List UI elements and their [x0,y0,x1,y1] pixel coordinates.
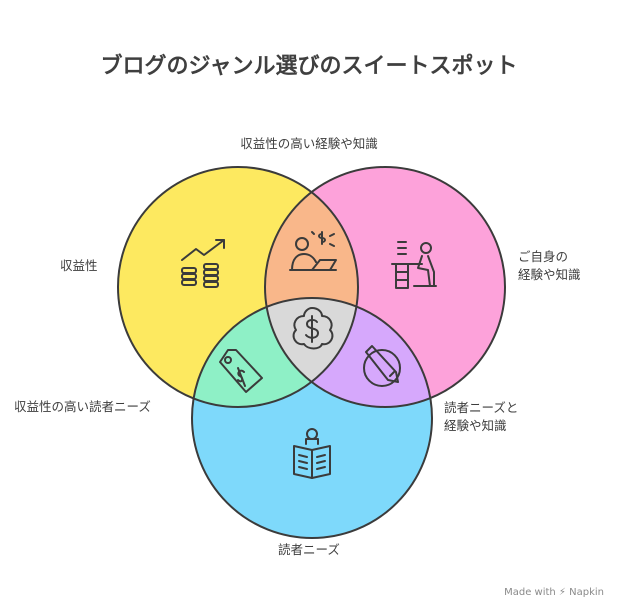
person-at-desk-icon [391,241,437,289]
diagram-title: ブログのジャンル選びのスイートスポット [100,54,518,79]
label-readers-experience-line2: 経験や知識 [444,418,507,433]
overlap-profit-readers [192,298,358,407]
money-bag-icon [292,307,334,350]
growth-coins-icon [181,239,225,288]
label-profit: 収益性 [60,258,98,273]
label-profit-readers: 収益性の高い読者ニーズ [14,399,151,414]
label-readers-experience-line1: 読者ニーズと [444,400,519,415]
label-readers-experience: 読者ニーズと 経験や知識 [444,399,518,435]
label-experience-line2: 経験や知識 [518,267,581,282]
label-experience: ご自身の 経験や知識 [518,248,581,284]
label-readers: 読者ニーズ [278,542,340,557]
person-laptop-money-icon [289,231,337,271]
pencil-circle-icon [363,345,401,387]
label-experience-line1: ご自身の [518,249,569,264]
label-profit-experience: 収益性の高い経験や知識 [240,136,378,151]
reader-book-icon [293,428,331,479]
napkin-credit[interactable]: Made with ⚡ Napkin [504,587,604,598]
overlap-experience-readers [265,298,432,407]
price-tag-icon [219,349,263,393]
